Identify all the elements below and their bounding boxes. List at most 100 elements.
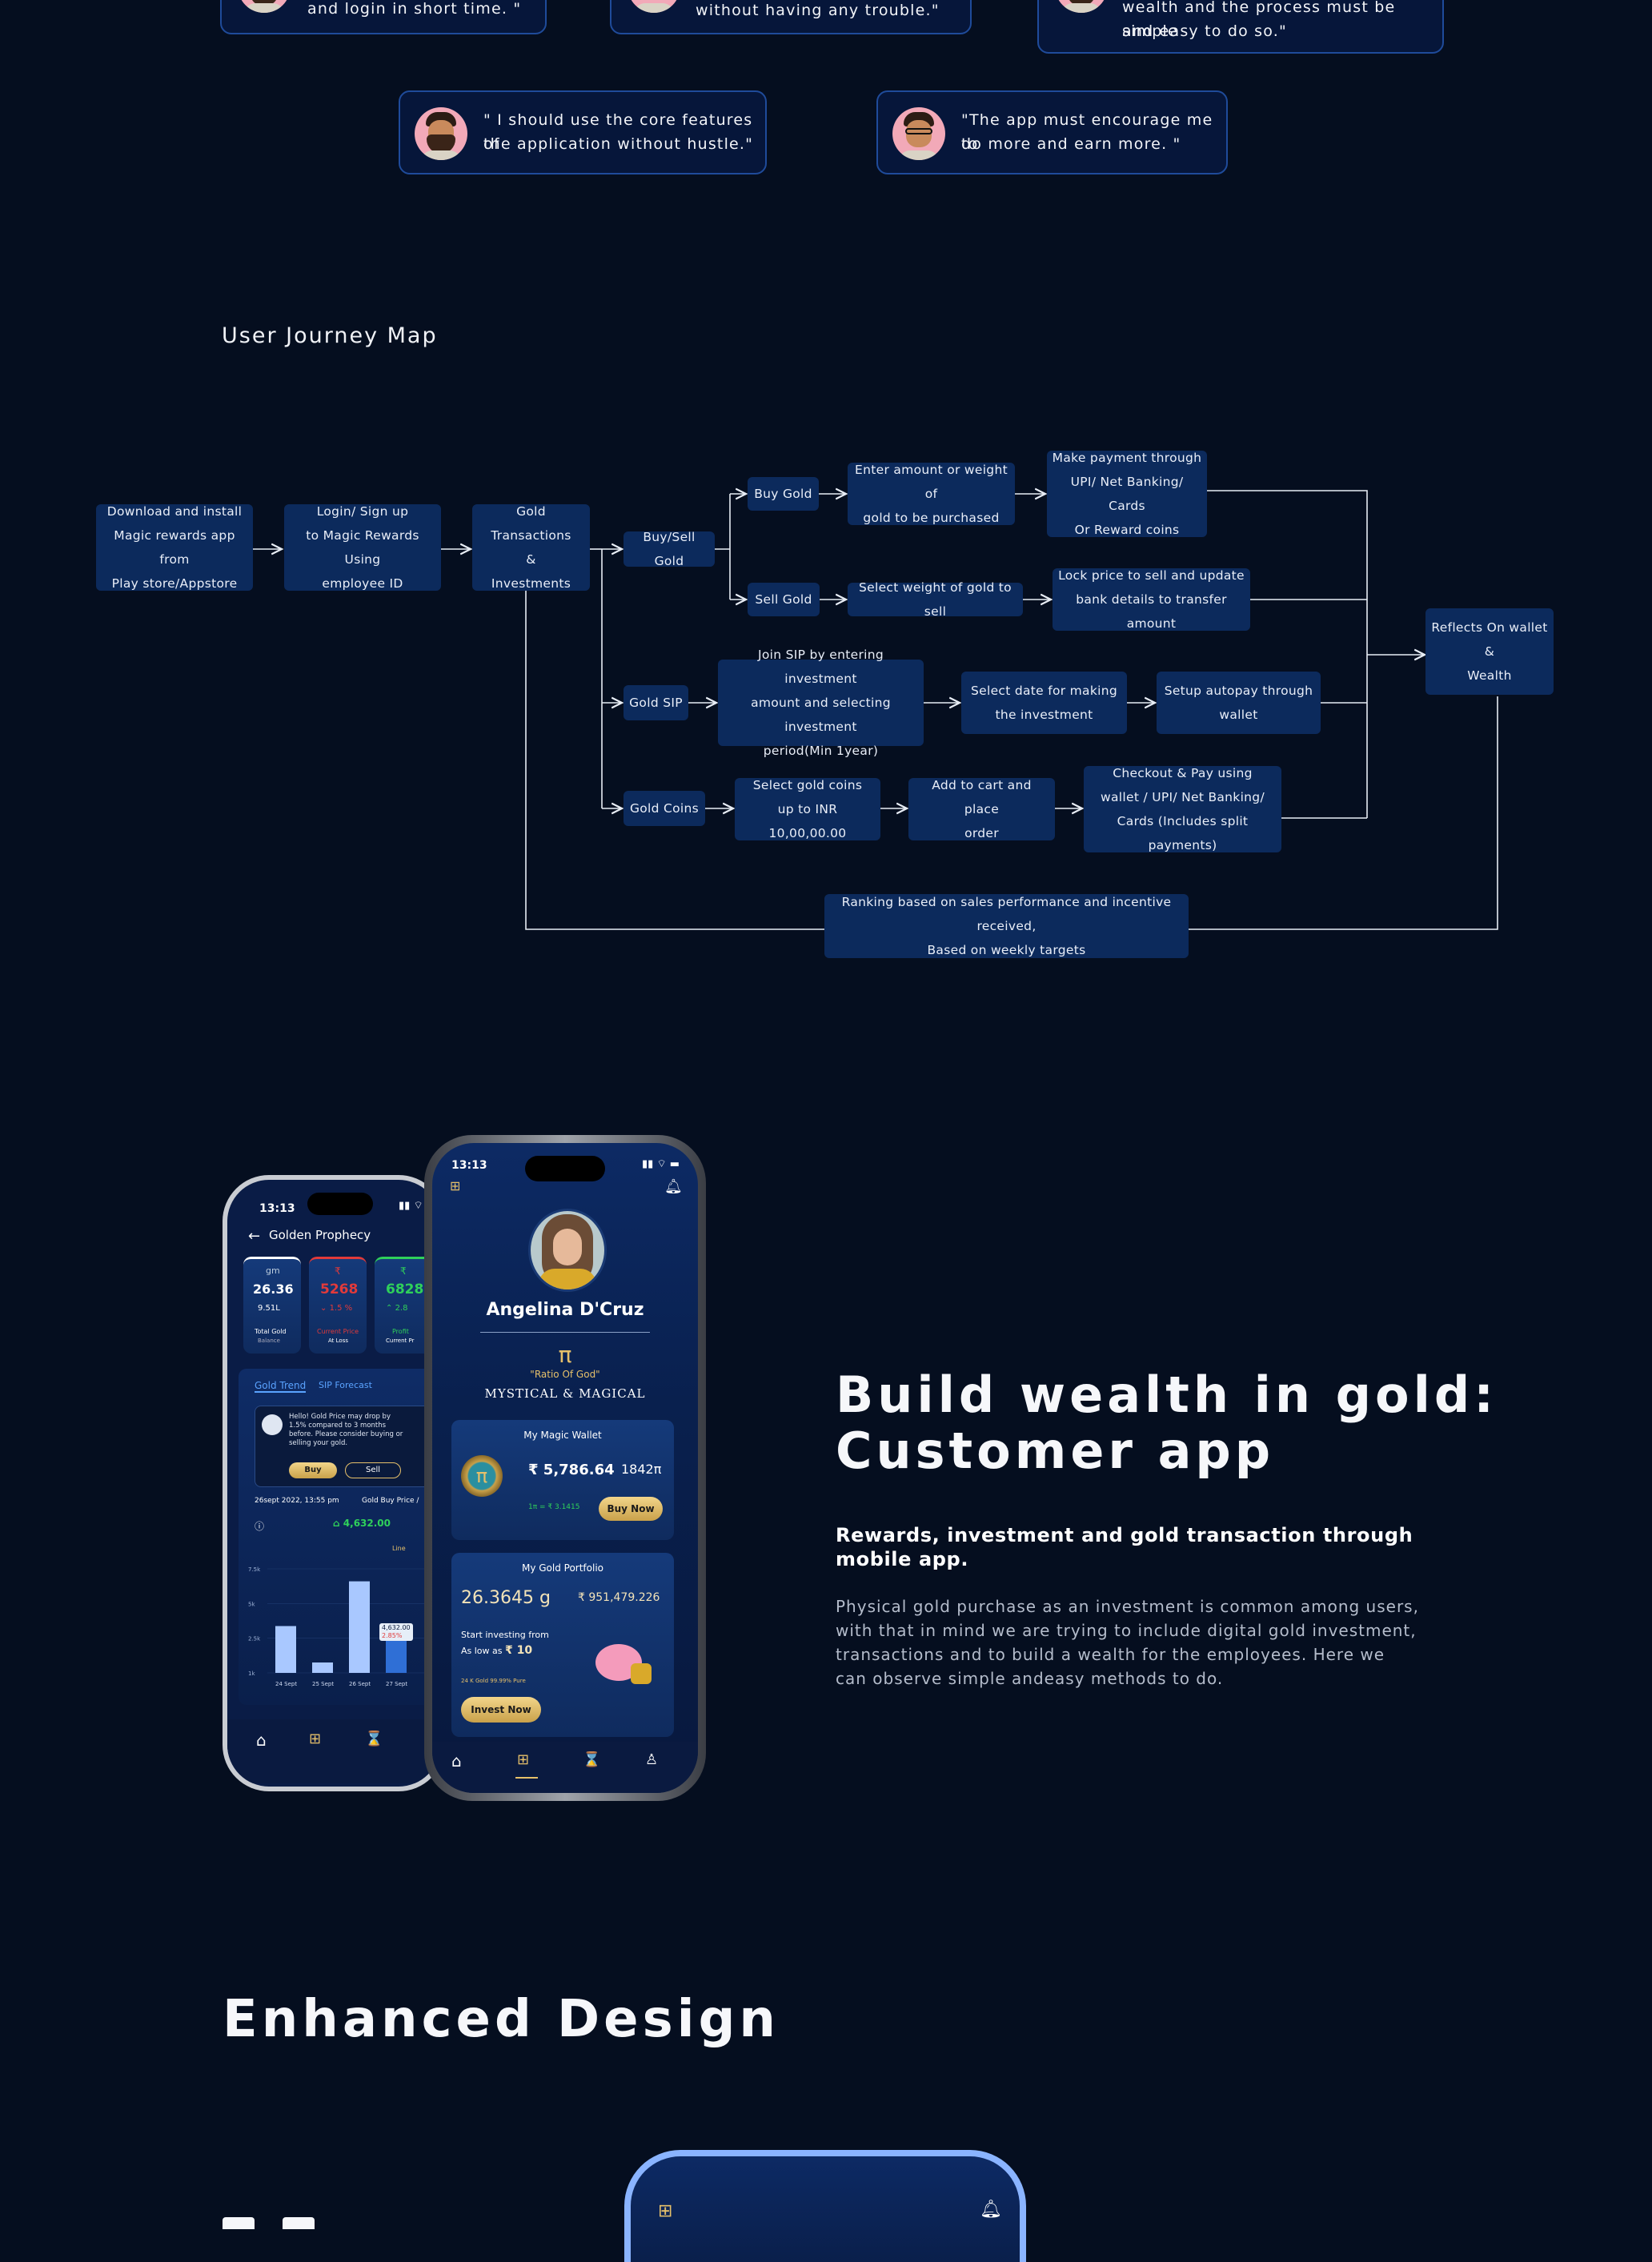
home-icon[interactable]: ⌂ [451, 1751, 462, 1771]
journey-node-login: Login/ Sign up to Magic Rewards Using em… [284, 504, 441, 591]
journey-node-gold-transactions: Gold Transactions & Investments [472, 504, 590, 591]
testimonial-bubble-3: wealth and the process must be simple an… [1037, 0, 1444, 54]
journey-node-buy-gold: Buy Gold [748, 477, 819, 511]
wifi-icon: ▮▮ ⌔ ▬ [642, 1158, 680, 1170]
hero-title-line2: Customer app [836, 1422, 1275, 1480]
buy-button[interactable]: Buy [289, 1462, 337, 1478]
journey-node-setup-autopay: Setup autopay through wallet [1157, 672, 1321, 734]
pi-coin-icon: π [461, 1455, 503, 1497]
journey-map-title: User Journey Map [222, 323, 438, 348]
stat-card-profit: ₹ 6828 ⌃ 2.8 Profit Current Pr [375, 1257, 432, 1354]
journey-node-add-cart: Add to cart and place order [908, 778, 1055, 840]
grid-icon[interactable]: ⊞ [309, 1731, 322, 1747]
hero-body: Physical gold purchase as an investment … [836, 1597, 1419, 1688]
stat-card-current-price: ₹ 5268 ⌄ 1.5 % Current Price At Loss [309, 1257, 367, 1354]
profile-icon[interactable]: ♙ [645, 1751, 659, 1768]
grid-icon[interactable]: ⊞ [658, 2201, 673, 2221]
bell-icon[interactable]: 🔔︎ [980, 2200, 1002, 2220]
avatar [1055, 0, 1108, 13]
testimonial-quote: "The app must encourage me to [961, 111, 1213, 153]
journey-node-join-sip: Join SIP by entering investment amount a… [718, 648, 924, 758]
journey-node-make-payment: Make payment through UPI/ Net Banking/ C… [1047, 451, 1207, 537]
chart-bar [275, 1626, 296, 1673]
journey-node-ranking: Ranking based on sales performance and i… [824, 894, 1189, 958]
x-tick-label: 25 Sept [312, 1681, 334, 1687]
chart-bar [349, 1581, 370, 1673]
testimonial-quote: do more and earn more. " [961, 135, 1181, 153]
profile-avatar [528, 1209, 607, 1292]
magic-wallet-card: My Magic Wallet π ₹ 5,786.64 1842π 1π = … [451, 1420, 674, 1540]
profile-name: Angelina D'Cruz [486, 1300, 644, 1320]
hourglass-icon[interactable]: ⌛ [365, 1731, 383, 1747]
journey-node-buy-sell-gold: Buy/Sell Gold [624, 530, 715, 568]
hero-subtitle-line1: Rewards, investment and gold transaction… [836, 1524, 1413, 1546]
testimonial-quote: the application without hustle." [483, 135, 754, 153]
x-tick-label: 26 Sept [349, 1681, 371, 1687]
journey-node-lock-price: Lock price to sell and update bank detai… [1053, 568, 1250, 631]
trend-panel: Gold Trend SIP Forecast Hello! Gold Pric… [239, 1369, 440, 1705]
journey-node-download: Download and install Magic rewards app f… [96, 504, 253, 591]
avatar [892, 107, 945, 160]
avatar [238, 0, 291, 13]
journey-node-checkout: Checkout & Pay using wallet / UPI/ Net B… [1084, 766, 1281, 852]
home-icon[interactable]: ⌂ [256, 1731, 267, 1750]
bottom-nav: ⌂ ⊞ ⌛ ♙ [432, 1742, 698, 1793]
x-tick-label: 27 Sept [386, 1681, 407, 1687]
grid-icon[interactable]: ⊞ [450, 1178, 461, 1193]
bottom-nav: ⌂ ⊞ ⌛ [227, 1719, 440, 1783]
journey-node-sell-gold: Sell Gold [748, 583, 820, 616]
journey-node-select-date: Select date for making the investment [961, 672, 1127, 734]
testimonial-bubble-5: "The app must encourage me to do more an… [876, 90, 1228, 174]
golden-prophecy-screen: 13:13 ▮▮ ⌔ ← Golden Prophecy gm 26.36 9.… [227, 1180, 440, 1787]
chart-bar [312, 1662, 333, 1673]
journey-node-select-coins: Select gold coins up to INR 10,00,00.00 [735, 778, 880, 840]
invest-now-button[interactable]: Invest Now [461, 1697, 541, 1723]
hero-subtitle-line2: mobile app. [836, 1548, 969, 1570]
buy-now-button[interactable]: Buy Now [599, 1497, 663, 1521]
back-arrow-icon[interactable]: ← [248, 1228, 261, 1245]
testimonial-quote: wealth and the process must be simple [1122, 0, 1396, 40]
testimonial-quote: and login in short time. " [307, 0, 522, 18]
y-tick-label: 2.5k [248, 1636, 261, 1642]
testimonial-bubble-2: without having any trouble." [610, 0, 972, 34]
avatar [628, 0, 680, 13]
phone-back-mockup: 13:13 ▮▮ ⌔ ← Golden Prophecy gm 26.36 9.… [223, 1175, 445, 1791]
journey-node-reflects: Reflects On wallet & Wealth [1425, 608, 1554, 695]
status-time: 13:13 [259, 1202, 295, 1215]
testimonial-quote: and easy to do so." [1122, 22, 1287, 40]
bell-icon[interactable]: 🔔︎ [664, 1178, 683, 1195]
y-tick-label: 5k [248, 1601, 255, 1607]
journey-node-enter-amount: Enter amount or weight of gold to be pur… [848, 463, 1015, 525]
y-tick-label: 1k [248, 1670, 255, 1677]
hero-title-line1: Build wealth in gold: [836, 1366, 1498, 1424]
enhanced-phone-preview: ⊞ 🔔︎ [624, 2150, 1026, 2262]
gold-coins-icon [631, 1663, 652, 1684]
hourglass-icon[interactable]: ⌛ [583, 1751, 601, 1768]
phone-front-mockup: 13:13 ▮▮ ⌔ ▬ ⊞ 🔔︎ Angelina D'Cruz π "Rat… [424, 1135, 706, 1801]
chart-bar [386, 1636, 407, 1673]
journey-node-select-weight: Select weight of gold to sell [848, 580, 1023, 619]
tab-sip-forecast[interactable]: SIP Forecast [319, 1380, 372, 1390]
pi-symbol: π [558, 1342, 572, 1368]
partial-heading-fragment [223, 2217, 343, 2229]
grid-icon[interactable]: ⊞ [517, 1751, 530, 1768]
profile-screen: 13:13 ▮▮ ⌔ ▬ ⊞ 🔔︎ Angelina D'Cruz π "Rat… [432, 1143, 698, 1793]
tab-gold-trend[interactable]: Gold Trend [255, 1380, 307, 1393]
status-time: 13:13 [451, 1159, 487, 1172]
gold-portfolio-card: My Gold Portfolio 26.3645 g ₹ 951,479.22… [451, 1553, 674, 1737]
info-icon: ⓘ [255, 1521, 265, 1532]
price-alert: Hello! Gold Price may drop by 1.5% compa… [255, 1406, 440, 1487]
journey-node-gold-coins: Gold Coins [624, 791, 705, 826]
loss-change: ⌄ 1.5 % [320, 1304, 353, 1313]
y-tick-label: 7.5k [248, 1566, 261, 1573]
journey-connectors [253, 0, 1498, 930]
testimonial-bubble-4: " I should use the core features of the … [399, 90, 767, 174]
wifi-icon: ▮▮ ⌔ [399, 1200, 423, 1212]
journey-node-gold-sip: Gold SIP [624, 685, 688, 720]
testimonial-quote: without having any trouble." [696, 2, 940, 19]
sell-button[interactable]: Sell [345, 1462, 401, 1478]
stat-card-total-gold: gm 26.36 9.51L Total Gold Balance [243, 1257, 301, 1354]
bot-icon [262, 1414, 283, 1435]
